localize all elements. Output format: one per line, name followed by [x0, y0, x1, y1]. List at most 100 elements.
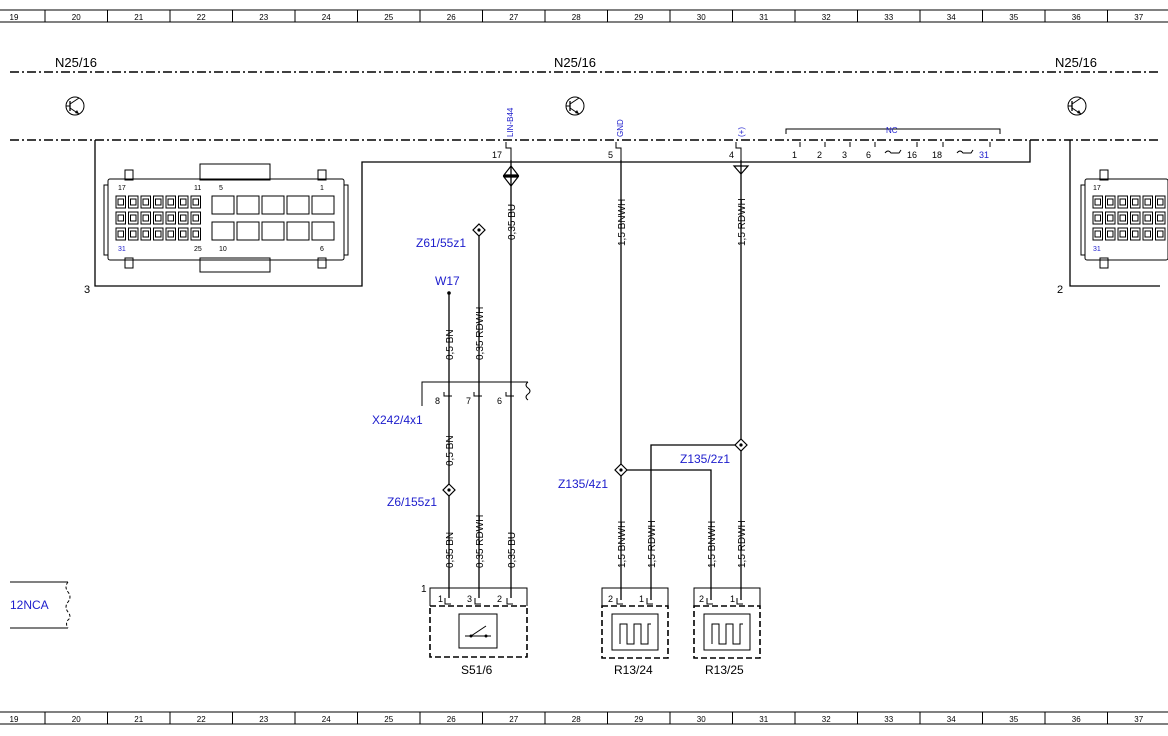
component-pin: 1: [639, 594, 644, 604]
pin-number: 31: [1093, 246, 1101, 253]
grid-column-label: 25: [384, 13, 393, 22]
grid-column-label: 31: [759, 715, 768, 724]
grid-column-label: 35: [1009, 13, 1018, 22]
connector-pin-cell: [178, 211, 189, 225]
connector-pin-cell: [1142, 227, 1153, 241]
nc-pin-stubs: [799, 142, 991, 154]
grid-column-label: 27: [509, 715, 518, 724]
pin-number: 5: [219, 185, 223, 192]
wire-label: 1,5 RDWH: [647, 520, 658, 568]
pin-number: 1: [320, 185, 324, 192]
wire-label: 0,35 RDWH: [475, 307, 486, 360]
connector-pin-cell: [1105, 227, 1116, 241]
connector-housing-right: [1069, 140, 1160, 287]
connector-pin-cell: [1092, 195, 1103, 209]
connector-power-cell: [261, 221, 285, 241]
nc-pin: 18: [932, 150, 942, 160]
grid-column-label: 22: [197, 13, 206, 22]
grid-column-label: 33: [884, 13, 893, 22]
connector-pin-cell: [1092, 227, 1103, 241]
nc-pin: 3: [842, 150, 847, 160]
connector-housing: [94, 140, 1031, 287]
grid-column-label: 30: [697, 13, 706, 22]
component-index: 1: [421, 584, 427, 595]
pin-number: 31: [118, 246, 126, 253]
transistor-icon: [65, 96, 85, 116]
connector-pin-cell: [1155, 211, 1166, 225]
nc-pin: 6: [866, 150, 871, 160]
connector-pin-cell: [1117, 211, 1128, 225]
connector-pin-cell: [1155, 195, 1166, 209]
page-reference-12nca[interactable]: [10, 581, 71, 629]
pin-number: 11: [194, 185, 201, 192]
heater-r13-24[interactable]: [601, 587, 669, 659]
connector-power-cell: [311, 195, 335, 215]
grid-column-label: 33: [884, 715, 893, 724]
connector-pin-cell: [140, 211, 151, 225]
nc-pin: 2: [817, 150, 822, 160]
pin-number: 10: [219, 246, 227, 253]
connector-pin-cell: [1117, 195, 1128, 209]
nc-pin: 16: [907, 150, 917, 160]
connector-power-cell: [261, 195, 285, 215]
component-pin: 1: [438, 594, 443, 604]
wire-bnwh-branch[interactable]: [621, 469, 712, 600]
connector-pin-cell: [115, 211, 126, 225]
connector-pin-cell: [1092, 211, 1103, 225]
nc-label: NC: [886, 126, 898, 135]
module-label-left: N25/16: [55, 55, 97, 70]
module-label-center: N25/16: [554, 55, 596, 70]
signal-lin-label: LIN-B44: [506, 107, 515, 137]
heater-r13-25[interactable]: [693, 587, 761, 659]
connector-pin-cell: [1105, 211, 1116, 225]
grid-column-label: 37: [1134, 13, 1143, 22]
grid-column-label: 36: [1072, 715, 1081, 724]
connector-pin-cell: [153, 211, 164, 225]
connector-pin-cell: [1117, 227, 1128, 241]
wire-label: 0,5 BN: [445, 329, 456, 360]
module-label-right: N25/16: [1055, 55, 1097, 70]
grid-column-label: 28: [572, 715, 581, 724]
grid-column-label: 30: [697, 715, 706, 724]
connector-pin-cell: [115, 195, 126, 209]
grid-column-label: 21: [134, 715, 143, 724]
wire-label: 1,5 RDWH: [737, 520, 748, 568]
connector-index-left: 3: [84, 284, 90, 296]
grid-column-label: 22: [197, 715, 206, 724]
component-pin: 2: [699, 594, 704, 604]
connector-pin-cell: [1130, 195, 1141, 209]
switch-s51-6[interactable]: [429, 587, 528, 658]
connector-power-cell: [286, 221, 310, 241]
grid-column-label: 29: [634, 13, 643, 22]
connector-pin-cell: [165, 211, 176, 225]
wire-rdwh-branch[interactable]: [650, 444, 741, 600]
connector-power-cell: [211, 195, 235, 215]
page-reference-label: 12NCA: [10, 598, 49, 612]
connector-index-right: 2: [1057, 284, 1063, 296]
connector-pin-cell: [1130, 211, 1141, 225]
grid-column-label: 21: [134, 13, 143, 22]
arrow-down-icon: [732, 165, 750, 175]
pin-number: 25: [194, 246, 202, 253]
connector-pin-cell: [128, 195, 139, 209]
grid-column-label: 28: [572, 13, 581, 22]
heater-r13-25-label: R13/25: [705, 663, 744, 677]
connector-pin-cell: [165, 195, 176, 209]
connector-face-left: [103, 163, 349, 273]
transistor-icon: [565, 96, 585, 116]
wire-label: 1,5 RDWH: [737, 198, 748, 246]
pin-number: 17: [1093, 185, 1101, 192]
grid-column-label: 31: [759, 13, 768, 22]
grid-column-label: 20: [72, 13, 81, 22]
connector-pin-cell: [190, 211, 201, 225]
connector-pin-cell: [190, 227, 201, 241]
grid-column-label: 19: [10, 13, 19, 22]
connector-x242: [421, 381, 531, 406]
splice-z61-label: Z61/55z1: [416, 236, 466, 250]
grid-column-label: 35: [1009, 715, 1018, 724]
connector-pin-cell: [153, 195, 164, 209]
grid-column-label: 32: [822, 715, 831, 724]
nc-pin: 1: [792, 150, 797, 160]
